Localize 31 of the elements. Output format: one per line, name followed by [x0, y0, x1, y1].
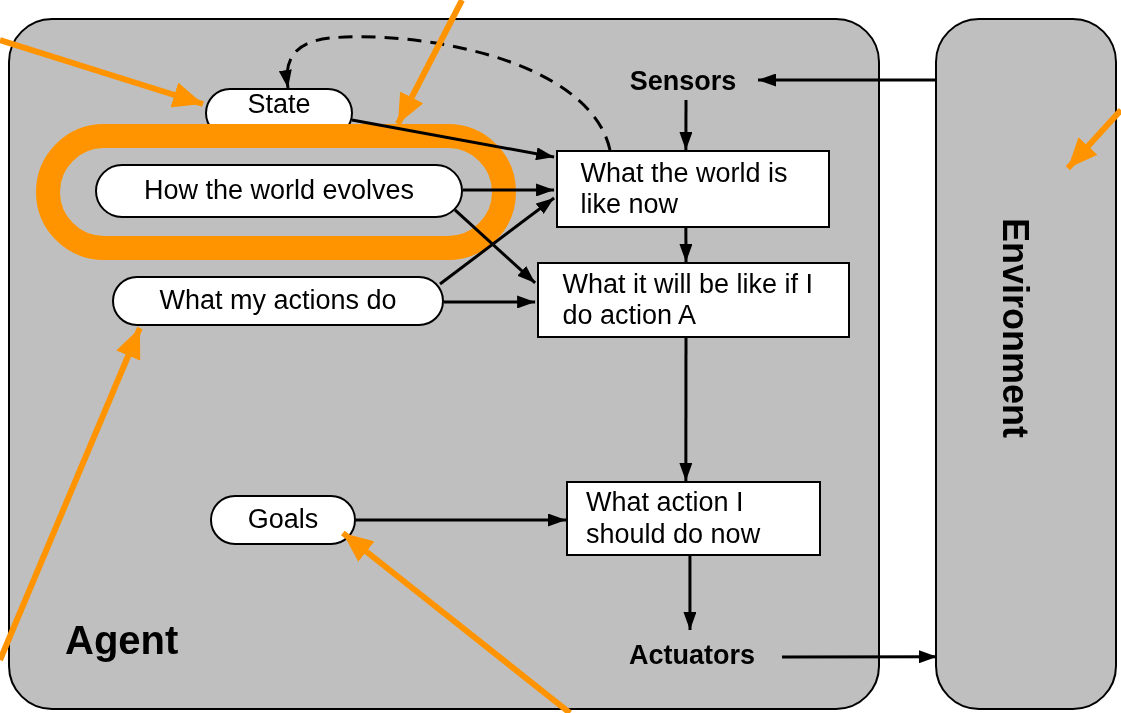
rounded-box: Goals [210, 495, 356, 545]
panel-title: Environment [997, 218, 1033, 439]
arrow [279, 35, 612, 151]
arrow [356, 513, 566, 527]
arrow [439, 196, 555, 286]
arrow [683, 556, 697, 630]
pointer-arrow [0, 326, 143, 662]
process-box: What action I should do now [566, 481, 821, 556]
panel-title: Agent [65, 620, 179, 660]
pointer-arrow [395, 0, 465, 126]
rounded-box: What my actions do [112, 276, 444, 326]
arrow [444, 295, 536, 309]
process-box: What the world is like now [556, 150, 830, 228]
node-label: Actuators [608, 636, 776, 674]
arrow [463, 183, 555, 197]
pointer-arrow [1065, 107, 1121, 171]
node-label: Sensors [608, 62, 758, 100]
pointer-arrow [0, 37, 204, 108]
arrow [679, 228, 693, 262]
environment-panel [935, 18, 1117, 710]
arrow [679, 100, 693, 150]
process-box: What it will be like if I do action A [537, 262, 850, 338]
pointer-arrow [341, 530, 572, 713]
rounded-box: How the world evolves [95, 164, 463, 218]
arrow [758, 73, 937, 87]
arrow [453, 208, 537, 285]
arrow [679, 338, 693, 481]
agent-panel [8, 18, 880, 710]
arrow [351, 118, 555, 161]
arrow [782, 650, 937, 664]
highlight-ring [36, 124, 516, 260]
